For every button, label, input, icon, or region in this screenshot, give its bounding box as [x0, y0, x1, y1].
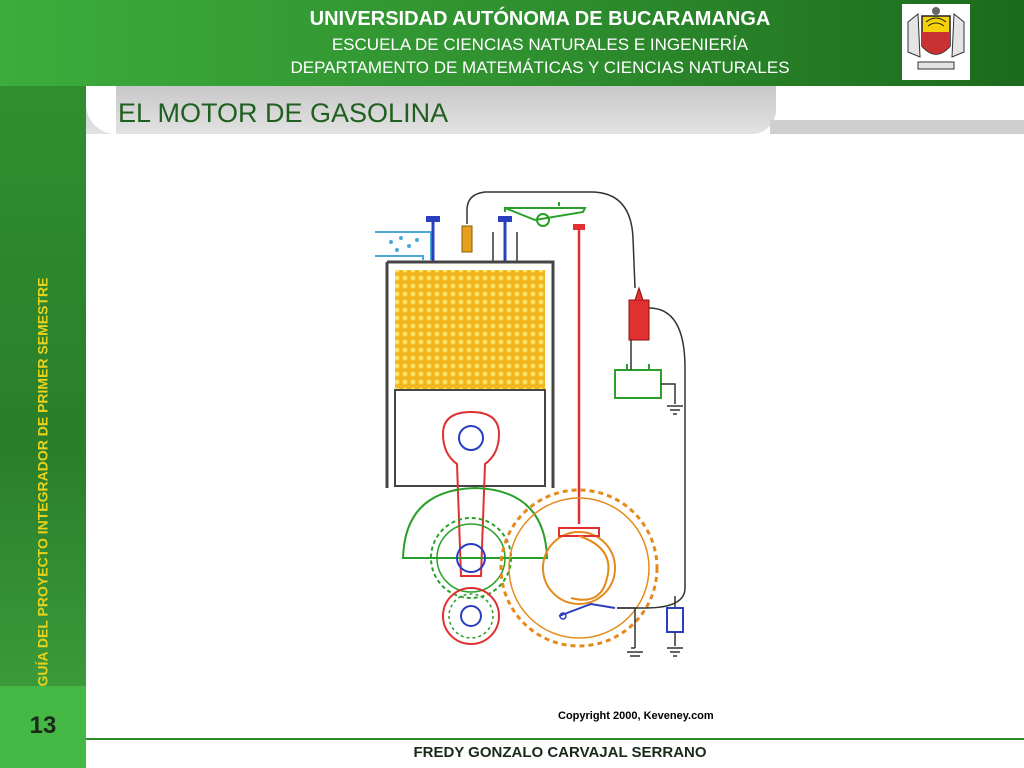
crank-counterweight	[401, 486, 549, 559]
crankshaft	[442, 587, 500, 645]
slide-title: EL MOTOR DE GASOLINA	[118, 98, 449, 128]
sidebar-guide-title: GUÍA DEL PROYECTO INTEGRADOR DE PRIMER S…	[34, 277, 51, 687]
piston	[394, 389, 546, 487]
ignition-coil	[617, 286, 686, 609]
fuel-air-mixture	[395, 270, 545, 390]
gasoline-engine-diagram	[345, 138, 717, 728]
footer-divider	[86, 738, 1024, 740]
exhaust-valve	[492, 216, 518, 262]
sidebar: GUÍA DEL PROYECTO INTEGRADOR DE PRIMER S…	[0, 86, 86, 686]
header-bar: UNIVERSIDAD AUTÓNOMA DE BUCARAMANGA ESCU…	[0, 0, 1024, 86]
rocker-arm	[504, 202, 587, 227]
author-name: FREDY GONZALO CARVAJAL SERRANO	[413, 744, 707, 761]
timing-gear	[499, 488, 659, 648]
title-tab	[86, 86, 776, 134]
title-strip	[770, 120, 1024, 134]
crank-gear	[430, 517, 512, 599]
department-name: DEPARTAMENTO DE MATEMÁTICAS Y CIENCIAS N…	[290, 58, 790, 77]
connecting-rod	[441, 410, 501, 577]
condenser	[666, 596, 684, 657]
page-number: 13	[29, 712, 57, 739]
intake-pipe	[375, 231, 432, 260]
battery	[614, 340, 683, 415]
contact-breaker	[558, 602, 643, 657]
intake-valve	[426, 216, 440, 262]
school-name: ESCUELA DE CIENCIAS NATURALES E INGENIER…	[331, 35, 749, 54]
diagram-copyright: Copyright 2000, Keveney.com	[558, 710, 714, 722]
university-name: UNIVERSIDAD AUTÓNOMA DE BUCARAMANGA	[309, 8, 771, 30]
page-number-box	[0, 686, 86, 768]
university-crest-icon	[902, 4, 970, 80]
spark-plug	[461, 191, 636, 289]
cylinder	[385, 260, 555, 488]
